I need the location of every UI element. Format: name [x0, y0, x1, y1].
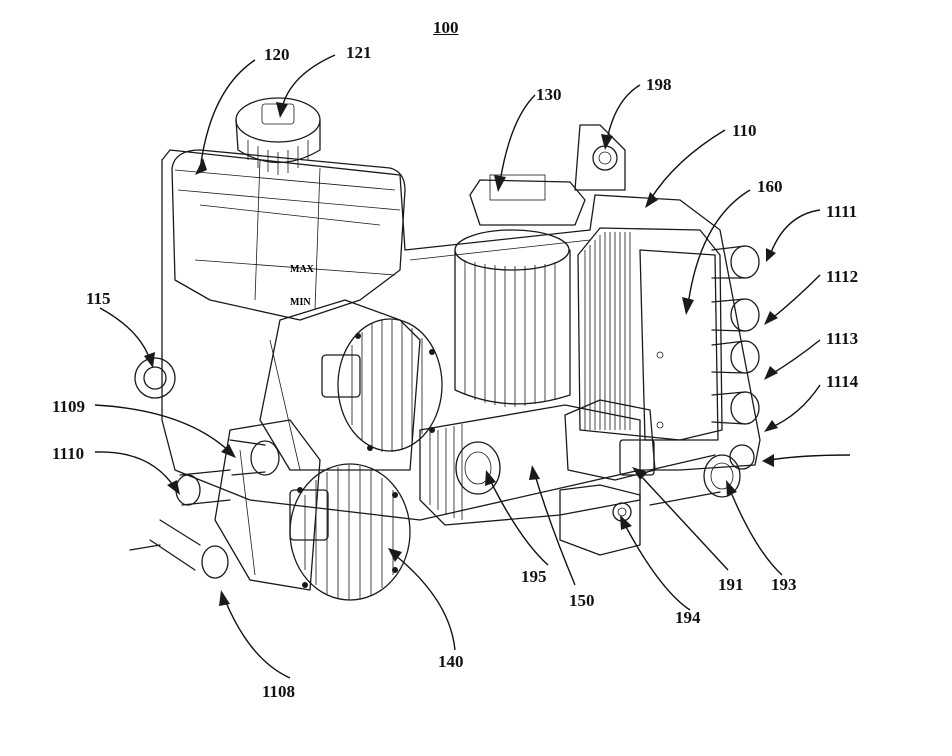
plate-heat-exchanger	[577, 227, 723, 441]
ref-label-130: 130	[536, 85, 562, 104]
pump-motor-lower	[289, 463, 411, 601]
outlet-ports	[711, 245, 760, 470]
ref-label-1108: 1108	[262, 682, 296, 701]
filter-canister	[454, 174, 586, 407]
min-mark: MIN	[290, 297, 311, 308]
mounting-plate	[161, 149, 761, 521]
ref-label-198: 198	[646, 75, 672, 94]
coolant-reservoir: MAX MIN	[171, 149, 406, 321]
mount-bracket	[574, 124, 626, 191]
ref-label-160: 160	[757, 177, 783, 196]
ref-label-140: 140	[438, 652, 464, 671]
ref-label-193: 193	[771, 575, 797, 594]
chiller-block	[419, 404, 641, 526]
ref-label-1112: 1112	[826, 267, 859, 286]
ref-label-110: 110	[732, 121, 757, 140]
ref-label-194: 194	[675, 608, 701, 627]
ref-label-191: 191	[718, 575, 744, 594]
inlet-ports	[129, 439, 280, 579]
max-mark: MAX	[290, 264, 315, 275]
ref-label-150: 150	[569, 591, 595, 610]
ref-label-121: 121	[346, 43, 372, 62]
ref-label-195: 195	[521, 567, 547, 586]
port-193	[649, 454, 741, 506]
pump-housing	[214, 299, 421, 591]
leader-lines	[94, 54, 851, 679]
ref-label-1114: 1114	[826, 372, 859, 391]
ref-label-115: 115	[86, 289, 111, 308]
port-115	[134, 357, 176, 399]
ref-label-1113: 1113	[826, 329, 859, 348]
pump-motor-upper	[321, 318, 443, 452]
ref-label-120: 120	[264, 45, 290, 64]
figure-number: 100	[433, 18, 459, 37]
ref-label-1110: 1110	[52, 444, 85, 463]
ref-label-1111: 1111	[826, 202, 858, 221]
ref-label-1109: 1109	[52, 397, 86, 416]
